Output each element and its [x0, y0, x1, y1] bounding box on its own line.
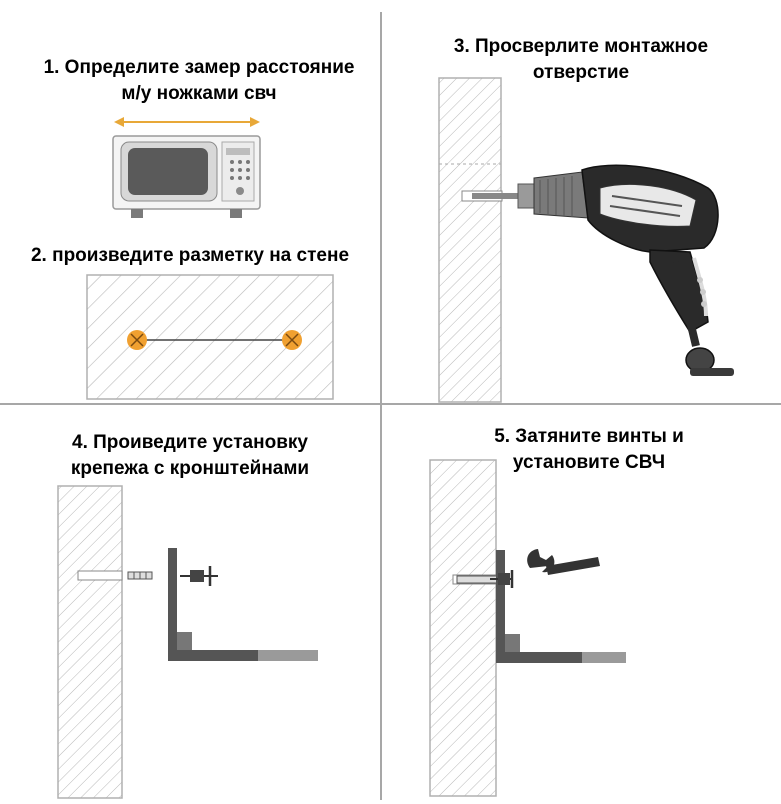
step-1-line-1: 1. Определите замер расстояние	[43, 57, 355, 78]
step-5-line-1: 5. Затяните винты и	[494, 426, 684, 447]
step-3-line-1: 3. Просверлите монтажное	[453, 36, 709, 57]
microwave-icon	[112, 135, 261, 218]
bracket-icon	[168, 548, 318, 661]
wall-section	[57, 485, 123, 799]
screw-icon	[180, 566, 218, 586]
step-4-illustration	[57, 485, 318, 799]
step-4-line-1: 4. Проиведите установку	[72, 432, 308, 453]
wall-section	[438, 77, 502, 403]
screw-icon	[490, 570, 514, 588]
step-1-illustration	[112, 117, 261, 218]
step-5-caption: 5. Затяните винты и установите СВЧ	[455, 424, 723, 476]
step-1-line-2: м/у ножками свч	[121, 83, 277, 104]
anchor-icon	[127, 571, 153, 580]
drill-icon	[472, 164, 734, 376]
step-3-caption: 3. Просверлите монтажное отверстие	[425, 34, 737, 86]
mark-point-right	[282, 330, 302, 350]
step-2-line-1: 2. произведите разметку на стене	[30, 245, 350, 266]
step-1-caption: 1. Определите замер расстояние м/у ножка…	[25, 55, 373, 107]
step-5-illustration	[429, 459, 626, 797]
wrench-icon	[527, 549, 600, 575]
step-2-caption: 2. произведите разметку на стене	[10, 243, 370, 269]
bracket-icon	[496, 550, 626, 663]
measure-arrow	[114, 117, 260, 127]
step-4-line-2: крепежа с кронштейнами	[70, 458, 310, 479]
step-2-illustration	[86, 274, 334, 400]
step-4-caption: 4. Проиведите установку крепежа с кроншт…	[40, 430, 340, 482]
wall-section	[429, 459, 497, 797]
anchor-hole	[77, 570, 123, 581]
mark-point-left	[127, 330, 147, 350]
step-3-illustration	[438, 77, 734, 403]
step-5-line-2: установите СВЧ	[512, 452, 666, 473]
step-3-line-2: отверстие	[532, 62, 630, 83]
